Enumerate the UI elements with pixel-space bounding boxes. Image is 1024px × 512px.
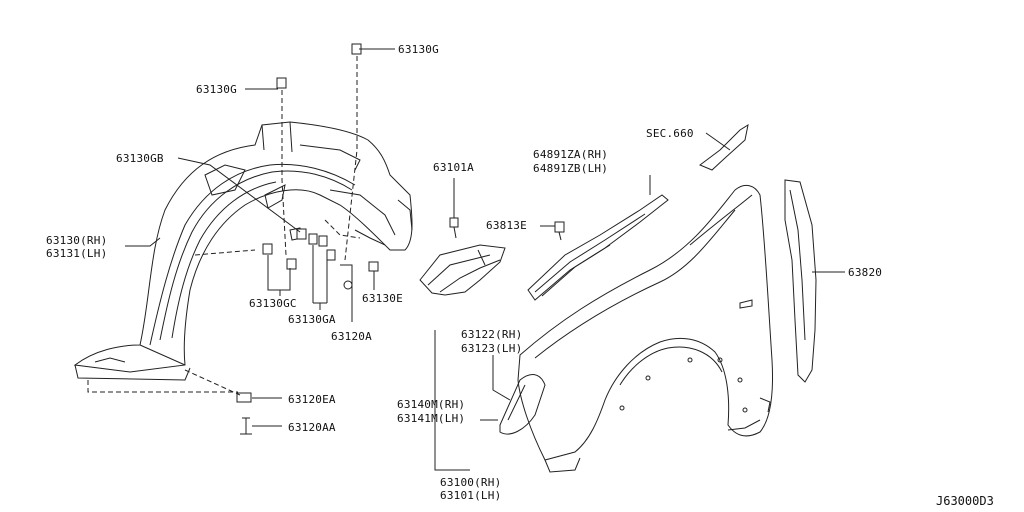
diagram-code: J63000D3 [936, 494, 994, 508]
label-64891zb: 64891ZB(LH) [533, 162, 609, 175]
label-63820: 63820 [848, 266, 883, 279]
label-63120aa: 63120AA [288, 421, 336, 434]
label-63130g-top: 63130G [398, 43, 439, 56]
label-63140m-rh: 63140M(RH) [397, 398, 466, 411]
fender-seal [527, 175, 669, 301]
front-bracket [419, 178, 506, 296]
label-63101-lh: 63101(LH) [440, 489, 502, 502]
label-63100-rh: 63100(RH) [440, 476, 502, 489]
label-64891za: 64891ZA(RH) [533, 148, 609, 161]
front-fender [517, 184, 773, 473]
label-63122-rh: 63122(RH) [461, 328, 523, 341]
wheel-house-liner [73, 121, 413, 381]
fender-front-extension [499, 374, 546, 435]
label-63130g-left: 63130G [196, 83, 237, 96]
label-63130-rh: 63130(RH) [46, 234, 108, 247]
label-63130e: 63130E [362, 292, 403, 305]
leader-lines-left [125, 48, 395, 427]
dashed-leaders [87, 56, 361, 396]
label-63130ga: 63130GA [288, 313, 336, 326]
label-63131-lh: 63131(LH) [46, 247, 108, 260]
label-63120ea: 63120EA [288, 393, 336, 406]
liner-clips [236, 43, 379, 435]
label-63141m-lh: 63141M(LH) [397, 412, 466, 425]
sec660-part [699, 123, 749, 171]
leader-lines-right [434, 271, 845, 471]
label-63130gc: 63130GC [249, 297, 297, 310]
label-63123-lh: 63123(LH) [461, 342, 523, 355]
label-63130gb: 63130GB [116, 152, 164, 165]
label-63120a: 63120A [331, 330, 372, 343]
label-sec660: SEC.660 [646, 127, 694, 140]
label-63813e: 63813E [486, 219, 527, 232]
label-63101a: 63101A [433, 161, 474, 174]
fender-rear-panel [784, 179, 817, 383]
